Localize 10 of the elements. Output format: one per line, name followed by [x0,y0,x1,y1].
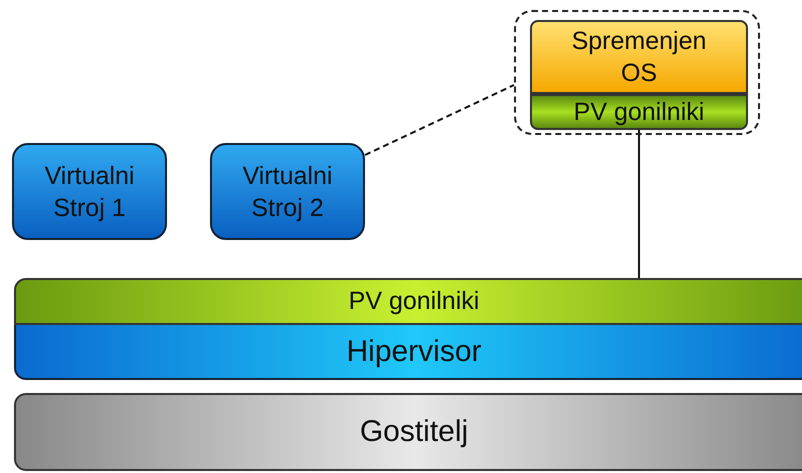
virtual-machine-box: Virtualni Stroj 1 [12,143,167,240]
connector-line [638,130,640,278]
host-band: Gostitelj [14,393,802,471]
virtual-machine-box: Virtualni Stroj 2 [210,143,365,240]
os-box: Spremenjen OS [530,20,748,94]
hypervisor-band: Hipervisor [14,325,802,380]
dashed-connector [364,84,514,156]
driver-box: PV gonilniki [530,94,748,130]
dashed-group-outline [514,10,760,135]
driver-layer-band: PV gonilniki [14,278,802,325]
